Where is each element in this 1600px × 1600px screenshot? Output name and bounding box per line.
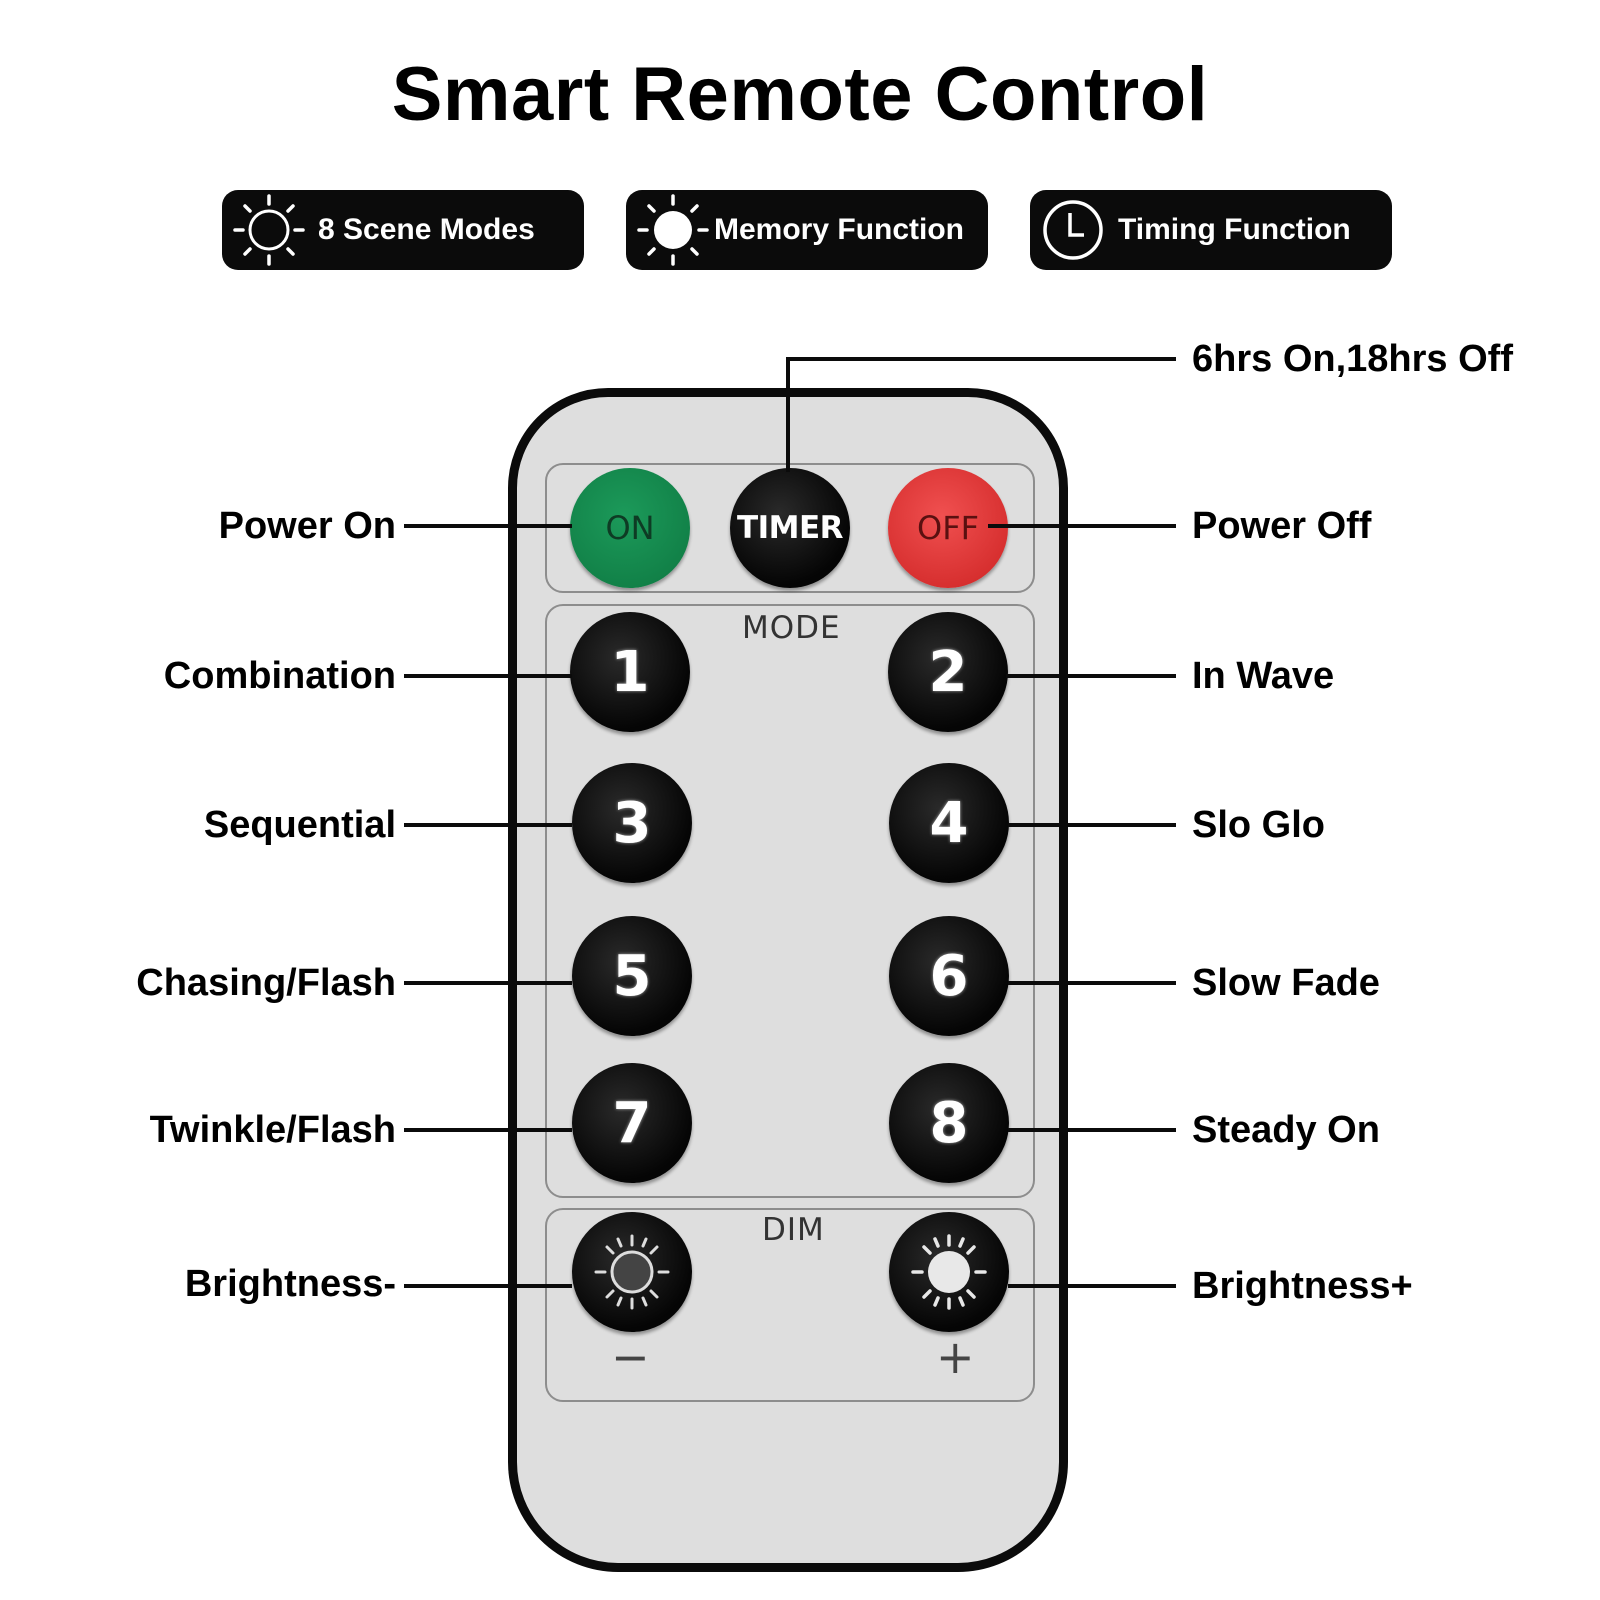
mode-4-button[interactable]: 4 xyxy=(889,763,1009,883)
callout-mode-8: Steady On xyxy=(1192,1109,1380,1151)
leader-line-power-on xyxy=(404,524,572,528)
page-title: Smart Remote Control xyxy=(391,52,1209,137)
callout-power-on: Power On xyxy=(218,505,396,547)
leader-line-brightness-down xyxy=(404,1284,572,1288)
leader-line-mode-8 xyxy=(1008,1128,1176,1132)
dim-minus-sign: − xyxy=(611,1330,650,1384)
leader-line-mode-5 xyxy=(404,981,572,985)
sun-dim-icon xyxy=(594,1234,670,1310)
dim-plus-sign: + xyxy=(936,1330,975,1384)
sun-bright-icon xyxy=(911,1234,987,1310)
feature-badge-memory-function: Memory Function xyxy=(626,190,988,270)
mode-2-button[interactable]: 2 xyxy=(888,612,1008,732)
leader-line-mode-1 xyxy=(404,674,572,678)
feature-label: 8 Scene Modes xyxy=(318,213,535,246)
callout-brightness-up: Brightness+ xyxy=(1192,1265,1413,1307)
callout-mode-3: Sequential xyxy=(203,804,396,846)
callout-mode-2: In Wave xyxy=(1192,655,1335,697)
leader-line-mode-7 xyxy=(404,1128,572,1132)
mode-8-button[interactable]: 8 xyxy=(889,1063,1009,1183)
dim-caption: DIM xyxy=(762,1212,825,1248)
leader-line-brightness-up xyxy=(1008,1284,1176,1288)
callout-power-off: Power Off xyxy=(1192,505,1372,547)
mode-6-button[interactable]: 6 xyxy=(889,916,1009,1036)
mode-3-button[interactable]: 3 xyxy=(572,763,692,883)
mode-caption: MODE xyxy=(742,610,841,646)
clock-icon xyxy=(1043,200,1103,260)
leader-line-mode-3 xyxy=(404,823,572,827)
sun-outline-icon xyxy=(233,194,305,266)
feature-label: Memory Function xyxy=(714,213,965,246)
feature-badge-scene-modes: 8 Scene Modes xyxy=(222,190,584,270)
leader-line-mode-6 xyxy=(1008,981,1176,985)
leader-line-timer-horizontal xyxy=(786,357,1176,361)
power-on-button[interactable]: ON xyxy=(570,468,690,588)
brightness-up-button[interactable] xyxy=(889,1212,1009,1332)
callout-mode-6: Slow Fade xyxy=(1192,962,1380,1004)
mode-5-button[interactable]: 5 xyxy=(572,916,692,1036)
callout-mode-7: Twinkle/Flash xyxy=(149,1109,396,1151)
mode-panel xyxy=(545,604,1035,1198)
leader-line-mode-2 xyxy=(1006,674,1176,678)
callout-mode-4: Slo Glo xyxy=(1192,804,1325,846)
callout-mode-5: Chasing/Flash xyxy=(136,962,396,1004)
feature-badge-timing-function: Timing Function xyxy=(1030,190,1392,270)
feature-label: Timing Function xyxy=(1118,213,1351,246)
timer-button[interactable]: TIMER xyxy=(730,468,850,588)
sun-filled-icon xyxy=(637,194,709,266)
leader-line-power-off xyxy=(988,524,1176,528)
mode-1-button[interactable]: 1 xyxy=(570,612,690,732)
power-off-button[interactable]: OFF xyxy=(888,468,1008,588)
callout-brightness-down: Brightness- xyxy=(184,1263,396,1305)
dim-panel xyxy=(545,1208,1035,1402)
callout-timer: 6hrs On,18hrs Off xyxy=(1192,338,1513,380)
leader-line-timer-vertical xyxy=(786,357,790,472)
brightness-down-button[interactable] xyxy=(572,1212,692,1332)
leader-line-mode-4 xyxy=(1008,823,1176,827)
callout-mode-1: Combination xyxy=(163,655,396,697)
mode-7-button[interactable]: 7 xyxy=(572,1063,692,1183)
power-panel xyxy=(545,463,1035,593)
